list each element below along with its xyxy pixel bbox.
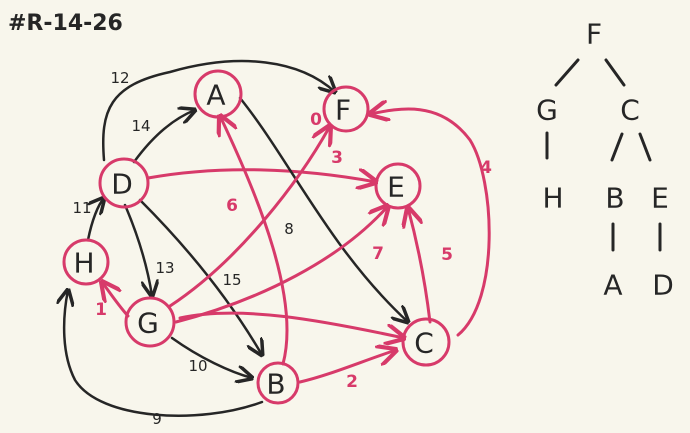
edge-a-c [238, 96, 408, 322]
edge-g-h [102, 282, 130, 318]
tree-node-g: G [536, 94, 558, 127]
node-a: A [193, 69, 243, 119]
edge-d-e [146, 168, 376, 182]
edge-c-e [408, 208, 432, 324]
svg-text:B: B [266, 368, 285, 401]
svg-text:G: G [137, 307, 159, 340]
tree-node-h: H [542, 182, 563, 215]
weight-b-a: 6 [226, 196, 238, 216]
edge-b-a [220, 116, 289, 366]
edge-g-f [168, 126, 330, 308]
node-b: B [256, 361, 300, 405]
edge-b-h [64, 290, 264, 417]
weight-d-f: 12 [110, 69, 129, 87]
edge-c-f [370, 109, 491, 337]
weight-g-b: 10 [188, 357, 207, 375]
node-g: G [124, 296, 176, 348]
weight-d-a: 14 [131, 117, 150, 135]
node-e: E [374, 162, 422, 210]
weight-c-f: 4 [480, 158, 492, 178]
tree-node-e: E [651, 182, 669, 215]
node-h: H [62, 238, 110, 286]
weight-g-h: 1 [95, 300, 107, 320]
weight-d-b: 15 [222, 271, 241, 289]
svg-text:D: D [111, 168, 133, 201]
weight-d-g: 13 [155, 259, 174, 277]
weight-h-d: 11 [72, 199, 91, 217]
node-f: F [322, 85, 370, 133]
svg-text:C: C [414, 327, 434, 360]
svg-text:A: A [206, 79, 225, 112]
tree-node-b: B [605, 182, 624, 215]
page-title: #R-14-26 [8, 11, 123, 36]
svg-text:H: H [73, 247, 94, 280]
svg-text:E: E [387, 171, 405, 204]
weight-g-e: 7 [372, 244, 384, 264]
tree-edges [545, 58, 662, 252]
tree-edge-c-e [638, 132, 652, 162]
tree-node-d: D [652, 269, 674, 302]
edge-weights: 12 14 3 11 13 15 8 6 0 7 1 10 2 5 4 9 [72, 69, 492, 428]
edge-b-c [298, 350, 396, 384]
weight-c-e: 5 [441, 245, 453, 265]
tree-node-c: C [620, 94, 640, 127]
edge-g-c [178, 311, 404, 338]
tree-edge-c-b [610, 132, 624, 162]
edge-h-d [86, 198, 104, 242]
weight-g-f: 0 [310, 110, 322, 130]
weight-d-e: 3 [331, 148, 343, 168]
tree-edge-f-g [554, 58, 580, 87]
tree-node-a: A [603, 269, 622, 302]
edge-g-b [170, 336, 252, 378]
graph-nodes: A F D E H G C B [62, 69, 451, 405]
weight-a-c: 8 [284, 220, 294, 238]
tree-node-f: F [586, 18, 602, 51]
edge-d-a [132, 110, 195, 164]
edge-d-f [102, 59, 335, 162]
node-d: D [98, 157, 150, 209]
weight-b-c: 2 [346, 372, 358, 392]
tree: F G C H B E A D [536, 18, 674, 302]
tree-edge-f-c [604, 58, 626, 87]
node-c: C [401, 317, 451, 367]
graph-edges [64, 59, 491, 417]
edge-d-g [123, 203, 152, 296]
weight-b-h: 9 [152, 410, 162, 428]
svg-text:F: F [335, 94, 351, 127]
